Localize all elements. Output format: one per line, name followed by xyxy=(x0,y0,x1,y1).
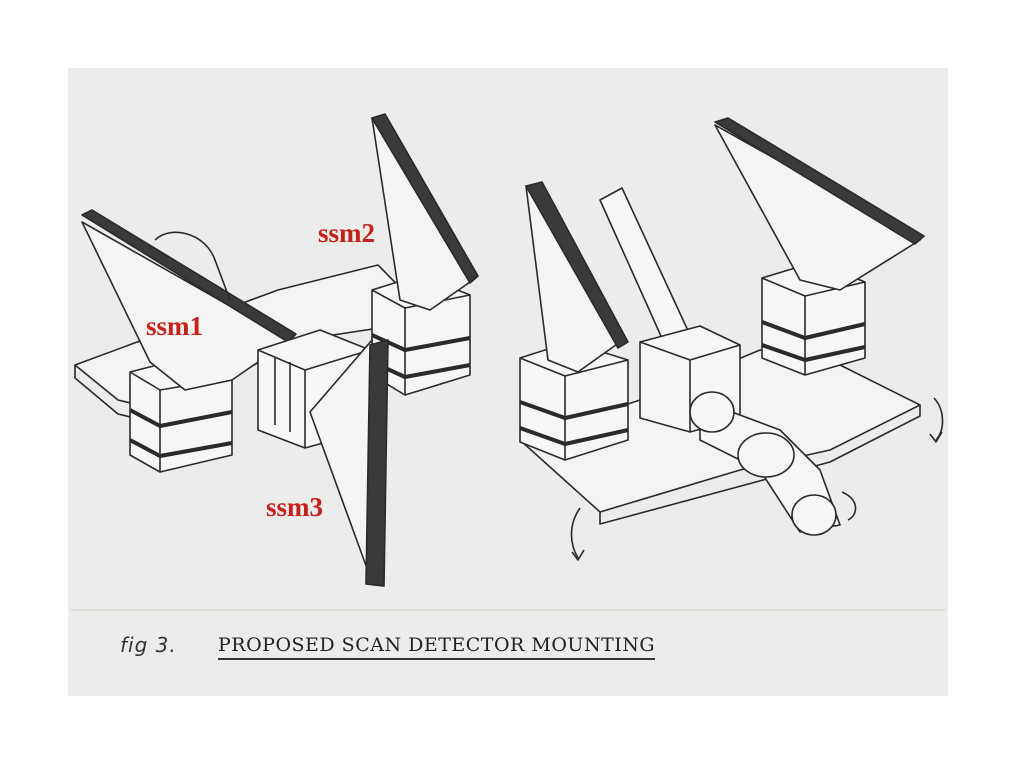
ssm1-label: ssm1 xyxy=(146,311,204,341)
figure-number: fig 3. xyxy=(120,633,177,657)
ssm3-label: ssm3 xyxy=(266,492,324,522)
ssm1-detector-strip xyxy=(81,209,297,343)
figure-caption: PROPOSED SCAN DETECTOR MOUNTING xyxy=(218,634,656,660)
rotation-arrow-shaft xyxy=(841,491,857,521)
ssm2-label: ssm2 xyxy=(318,218,376,248)
right-detector-strip-a xyxy=(525,181,629,349)
rotation-arrow-left xyxy=(570,507,581,559)
ssm3-detector-strip xyxy=(365,339,389,587)
right-detector-strip-b xyxy=(714,117,925,245)
ssm2-detector-strip xyxy=(371,113,479,284)
right-mount-block-a xyxy=(519,341,629,461)
ssm1-mount-block xyxy=(129,357,233,473)
